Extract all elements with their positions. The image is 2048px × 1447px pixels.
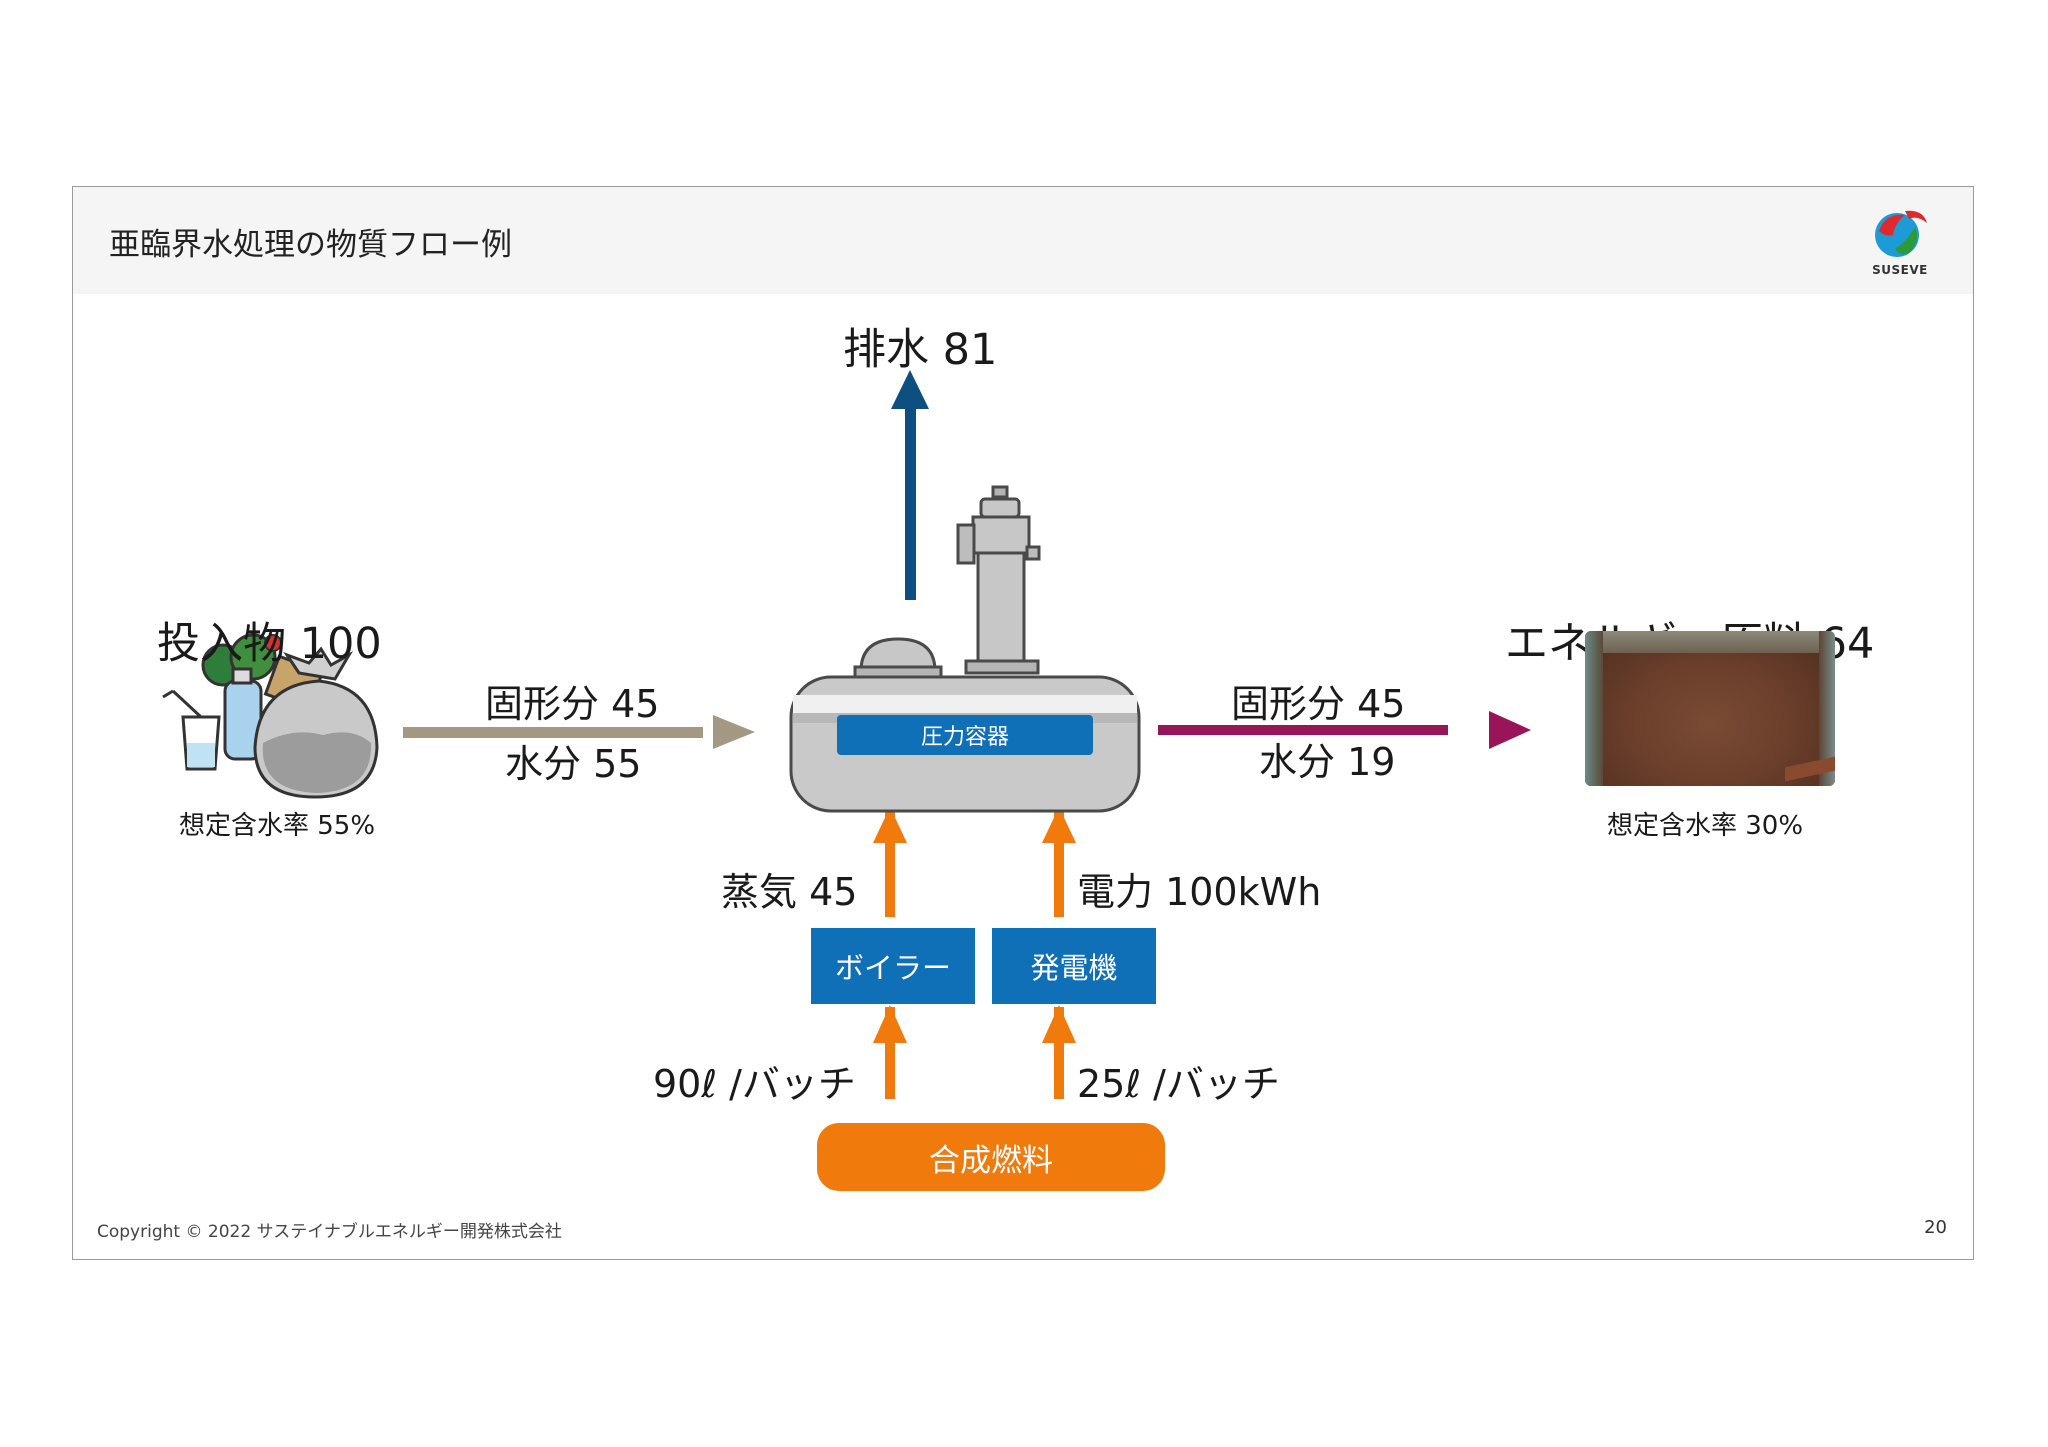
- slide-header: 亜臨界水処理の物質フロー例 SUSEVE: [73, 187, 1973, 294]
- boiler-box: ボイラー: [811, 928, 975, 1004]
- flow-out-solid: 固形分 45: [1231, 682, 1406, 726]
- flow-in-solid: 固形分 45: [485, 682, 660, 726]
- output-moisture: 想定含水率 30%: [1607, 811, 1804, 841]
- slide-title: 亜臨界水処理の物質フロー例: [109, 227, 512, 263]
- fuel-to-boiler-arrow: [873, 1005, 907, 1099]
- logo-text: SUSEVE: [1872, 263, 1928, 277]
- garbage-illustration: [162, 633, 379, 799]
- pressure-vessel-label: 圧力容器: [837, 715, 1093, 755]
- pressure-vessel-illustration: [789, 485, 1141, 813]
- power-label: 電力 100kWh: [1077, 870, 1322, 914]
- steam-label: 蒸気 45: [721, 870, 858, 914]
- logo-globe-icon: [1875, 210, 1927, 257]
- flow-in-water: 水分 55: [505, 742, 642, 786]
- fuel-to-generator-label: 25ℓ /バッチ: [1077, 1062, 1280, 1106]
- steam-arrow: [873, 807, 907, 917]
- synthetic-fuel-box: 合成燃料: [817, 1123, 1165, 1191]
- company-logo: SUSEVE: [1865, 201, 1935, 283]
- drain-arrow: [891, 370, 929, 600]
- fuel-to-generator-arrow: [1042, 1005, 1076, 1099]
- flow-diagram: [162, 370, 1531, 1099]
- input-title: 投入物 100: [157, 619, 382, 669]
- copyright-text: Copyright © 2022 サステイナブルエネルギー開発株式会社: [97, 1222, 562, 1242]
- drain-label: 排水 81: [843, 325, 998, 375]
- flow-out-water: 水分 19: [1259, 740, 1396, 784]
- input-arrow: [403, 715, 755, 749]
- power-arrow: [1042, 807, 1076, 917]
- fuel-to-boiler-label: 90ℓ /バッチ: [653, 1062, 856, 1106]
- energy-material-photo: [1585, 631, 1835, 786]
- slide: 亜臨界水処理の物質フロー例 SUSEVE: [72, 186, 1974, 1260]
- page-number: 20: [1924, 1217, 1947, 1238]
- output-arrow: [1158, 711, 1531, 749]
- generator-box: 発電機: [992, 928, 1156, 1004]
- input-moisture: 想定含水率 55%: [179, 811, 376, 841]
